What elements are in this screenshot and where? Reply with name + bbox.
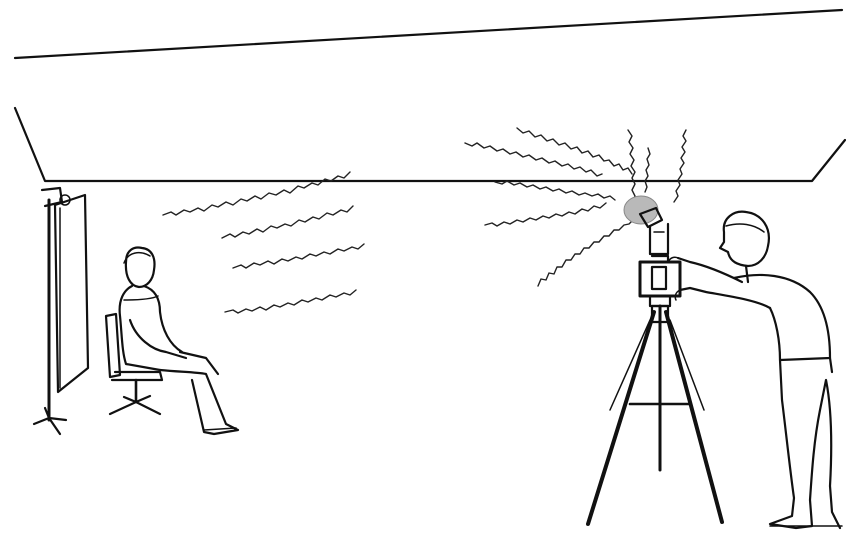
tripod-icon [588, 306, 722, 524]
light-wave [465, 143, 602, 176]
light-wave [485, 203, 606, 226]
light-wave [628, 130, 635, 202]
light-wave [645, 148, 650, 192]
light-wave [495, 181, 615, 200]
light-wave [222, 206, 353, 238]
light-wave [517, 128, 632, 174]
ceiling-far-edge [15, 10, 842, 58]
camera-icon [640, 256, 680, 306]
light-wave [538, 219, 634, 286]
ceiling [15, 10, 845, 181]
ceiling-near-edge [15, 108, 845, 181]
light-wave [233, 244, 364, 268]
seated-person-icon [120, 248, 238, 434]
bounce-light-waves-left [163, 172, 364, 313]
light-wave [163, 172, 350, 215]
backdrop-stand-icon [34, 188, 88, 434]
light-wave [225, 290, 356, 313]
light-wave [674, 130, 686, 202]
photographer-icon [668, 212, 840, 528]
